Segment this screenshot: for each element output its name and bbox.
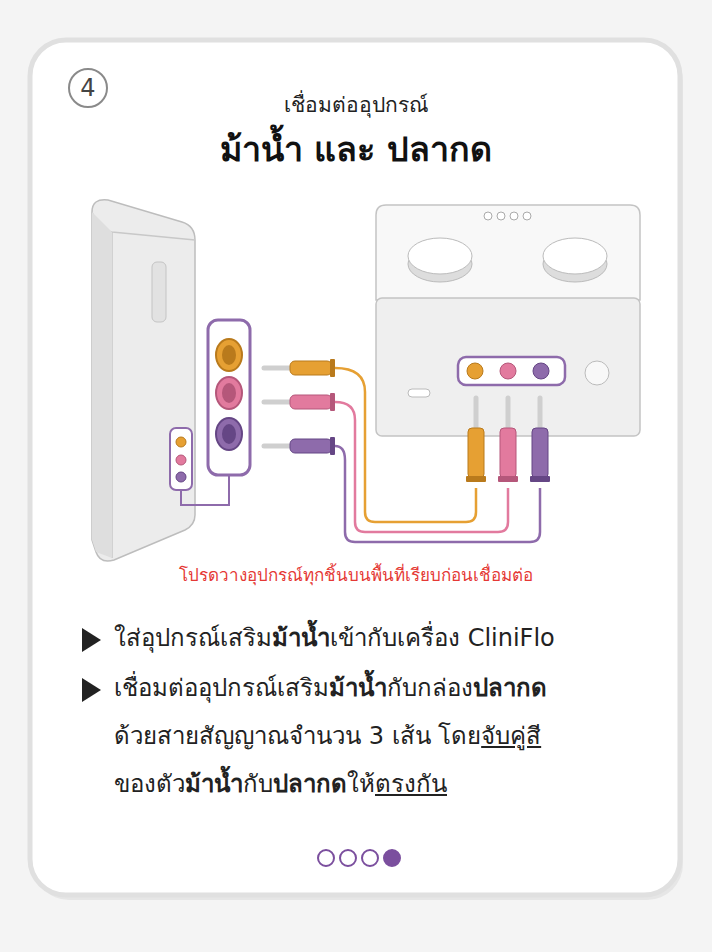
card [30,40,680,895]
pink-plug [290,395,332,409]
orange-plug [290,361,332,375]
plug-collar [498,476,518,482]
step-number-circle: 4 [68,68,108,108]
pink-port [216,377,242,409]
left-plugs [264,359,335,455]
pink-port-hole [222,383,236,403]
instruction-line-row: ใส่อุปกรณ์เสริมม้าน้ำเข้ากับเครื่อง Clin… [114,620,674,656]
instruction-line: ม้าน้ำ [272,624,330,652]
plug-collar [530,476,550,482]
instruction-line: ตรงกัน [375,770,447,798]
plug-pin [264,366,292,371]
purple-plug [290,439,332,453]
zoom-callout [208,320,250,475]
instruction-line: ให้ [347,770,375,798]
orange-port [176,437,186,447]
purple-plug [532,428,548,478]
plug-collar [330,437,335,455]
purple-port [176,472,186,482]
instruction-line: ปลากด [273,770,347,798]
zoom-leader [181,476,229,505]
plug-pin [264,444,292,449]
plug-collar [466,476,486,482]
purple-port [216,418,242,450]
bullet-arrow [82,628,101,652]
small-button [585,361,609,385]
bullet-arrow [82,678,101,702]
instruction-line-row: ด้วยสายสัญญาณจำนวน 3 เส้น โดยจับคู่สี [114,718,674,754]
box-top [376,205,640,300]
plug-pin [538,398,543,430]
plug-pin [474,398,479,430]
page-dot-active [384,850,400,866]
device-side [92,212,112,558]
page-dot [318,850,334,866]
indicator-dot [523,212,531,220]
instruction-line-row: เชื่อมต่ออุปกรณ์เสริมม้าน้ำกับกล่องปลากด [114,670,674,706]
instruction-line: ปลากด [473,674,547,702]
catfish-box [376,205,640,436]
zoom-frame [208,320,250,475]
instruction-line: กับ [243,770,273,798]
plug-pin [506,398,511,430]
plug-collar [330,359,335,377]
warning-note: โปรดวางอุปกรณ์ทุกชิ้นบนพื้นที่เรียบก่อนเ… [179,565,533,585]
page-dot [362,850,378,866]
pink-plug [500,428,516,478]
instruction-line: ใส่อุปกรณ์เสริม [114,624,272,652]
orange-plug [468,428,484,478]
instruction-line-row: ของตัวม้าน้ำกับปลากดให้ตรงกัน [114,766,674,802]
orange-port [216,339,242,371]
instruction-line: ด้วยสายสัญญาณจำนวน 3 เส้น โดย [114,722,481,750]
instruction-line: เข้ากับเครื่อง CliniFlo [330,624,555,652]
right-plugs [466,398,550,482]
instruction-line: จับคู่สี [481,722,541,750]
port-frame [458,357,565,385]
instruction-line: ม้าน้ำ [185,770,243,798]
slot [408,389,430,397]
title: ม้าน้ำ และ ปลากด [220,129,493,169]
indicator-dot [497,212,505,220]
round-button [543,238,607,274]
step-number: 4 [80,76,95,100]
plug-collar [330,393,335,411]
plug-pin [264,400,292,405]
round-button [408,238,472,274]
instruction-line: ม้าน้ำ [329,674,387,702]
warning-note-row: โปรดวางอุปกรณ์ทุกชิ้นบนพื้นที่เรียบก่อนเ… [40,563,672,589]
port-frame [170,428,192,490]
box-front [376,298,640,436]
instruction-line: ของตัว [114,770,185,798]
title-block: ม้าน้ำ และ ปลากด [0,122,712,176]
instruction-line: เชื่อมต่ออุปกรณ์เสริม [114,674,329,702]
indicator-dot [484,212,492,220]
device-groove [152,262,166,322]
page-dot [340,850,356,866]
subtitle: เชื่อมต่ออุปกรณ์ [284,93,428,117]
purple-port [533,363,549,379]
pink-port [176,455,186,465]
indicator-dot [510,212,518,220]
pink-port [500,363,516,379]
purple-port-hole [222,424,236,444]
device-body [92,200,195,561]
orange-port [467,363,483,379]
instruction-line: กับกล่อง [387,674,473,702]
orange-port-hole [222,345,236,365]
